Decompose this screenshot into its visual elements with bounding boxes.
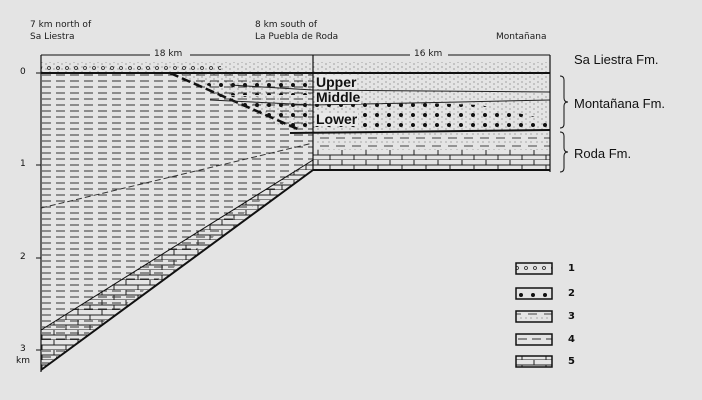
unit-lower: Lower [315,111,359,127]
location-middle-line2: La Puebla de Roda [255,32,339,42]
formation-sa-liestra: Sa Liestra Fm. [574,52,659,67]
legend-label-5: 5 [568,356,575,367]
location-left-line1: 7 km north of [30,20,92,30]
depth-tick-2: 2 [20,252,26,262]
legend-label-4: 4 [568,334,575,345]
distance-right: 16 km [414,49,443,59]
distance-left: 18 km [154,49,183,59]
depth-unit: km [16,356,30,366]
location-left-line2: Sa Liestra [30,32,75,42]
legend-label-1: 1 [568,263,575,274]
sa-liestra-layer [41,62,550,73]
legend-label-3: 3 [568,311,575,322]
depth-tick-3: 3 [20,344,26,354]
legend-label-2: 2 [568,288,575,299]
unit-upper: Upper [315,74,358,90]
limestone-slope [41,160,313,370]
roda-right-block [313,133,550,150]
depth-tick-1: 1 [20,159,26,169]
unit-middle: Middle [315,89,362,105]
location-middle-line1: 8 km south of [255,20,318,30]
formation-roda: Roda Fm. [574,146,632,161]
depth-tick-0: 0 [20,67,26,77]
legend-swatches [515,262,553,368]
location-right: Montañana [496,32,547,42]
formation-montanana: Montañana Fm. [574,96,666,111]
